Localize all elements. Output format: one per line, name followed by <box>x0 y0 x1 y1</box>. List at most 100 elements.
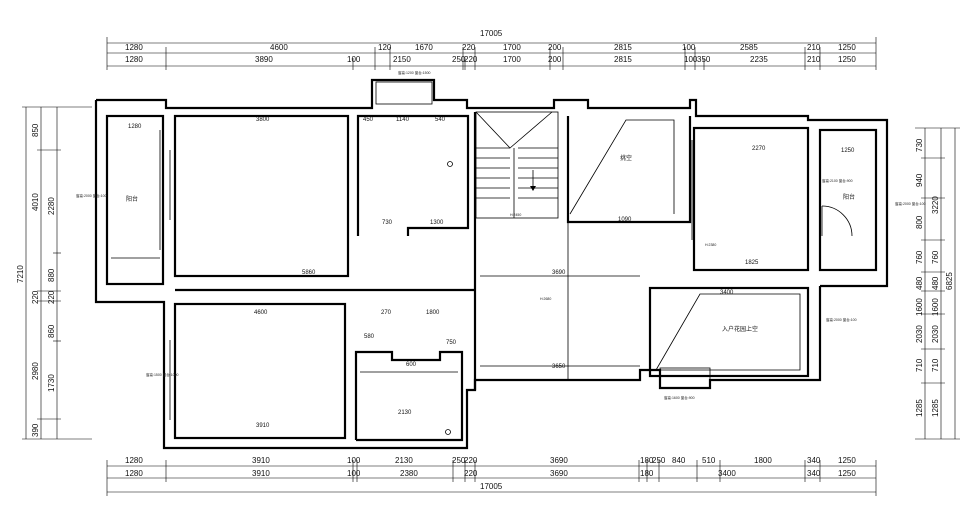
left-inner-5: 1730 <box>47 374 56 392</box>
bottom-dim-7: 3690 <box>550 456 568 465</box>
right-mid-7: 1285 <box>931 399 940 417</box>
dim-600: 600 <box>406 362 417 368</box>
top-dim-5: 220 <box>462 43 476 52</box>
dim-3400-entry: 3400 <box>720 290 734 296</box>
top2-dim-13: 210 <box>807 55 821 64</box>
top2-dim-5: 250 <box>452 55 466 64</box>
bottom-dim-8: 180 <box>640 456 654 465</box>
dim-1280-balcony: 1280 <box>128 124 142 130</box>
dim-3800: 3800 <box>256 117 270 123</box>
outer-walls <box>94 78 889 450</box>
right-outer-1: 730 <box>915 138 924 152</box>
right-total-dim: 6825 <box>945 272 954 290</box>
top2-dim-3: 100 <box>347 55 361 64</box>
top2-dim-9: 2815 <box>614 55 632 64</box>
upper-left-room: 3800 5860 <box>169 114 350 278</box>
central-hall: H:2680 3690 3650 <box>175 112 640 390</box>
left-outer-2: 4010 <box>31 193 40 211</box>
top-dim-2: 4600 <box>270 43 288 52</box>
left-inner-3: 220 <box>47 290 56 304</box>
stair-level: H:2450 <box>510 213 521 217</box>
bottom-dim-1: 1280 <box>125 456 143 465</box>
center-level: H:2680 <box>540 297 551 301</box>
right-outer-7: 1600 <box>915 298 924 316</box>
bottom2-dim-9: 340 <box>807 469 821 478</box>
left-outer-3: 220 <box>31 290 40 304</box>
top-dim-3: 120 <box>378 43 392 52</box>
dim-3910-lower: 3910 <box>256 423 270 429</box>
left-dimension-chains: 7210 850 4010 220 2980 390 2280 880 220 … <box>16 106 92 440</box>
left-outer-5: 390 <box>31 423 40 437</box>
bottom-dim-9: 250 <box>652 456 666 465</box>
bottom-dimension-chains: 1280 3910 100 2130 250 220 3690 180 250 … <box>106 456 877 496</box>
dim-450: 450 <box>363 117 374 123</box>
right-mid-4: 1600 <box>931 298 940 316</box>
dim-2270: 2270 <box>752 146 766 152</box>
bottom-window-note: 窗高:1600 窗台:900 <box>664 395 695 400</box>
bottom-total-dim: 17005 <box>480 482 503 491</box>
top-dim-7: 200 <box>548 43 562 52</box>
dim-2130-lower: 2130 <box>398 410 412 416</box>
dim-580: 580 <box>364 334 375 340</box>
bottom2-dim-7: 180 <box>640 469 654 478</box>
left-outer-4: 2980 <box>31 362 40 380</box>
lower-left-room: 4600 3910 窗高:1500 窗台:1000 <box>146 302 347 440</box>
entry-garden-void: 入户花园上空 3400 窗高:2000 窗台:100 <box>648 286 857 378</box>
right-mid-1: 3220 <box>931 196 940 214</box>
top-dim-4: 1670 <box>415 43 433 52</box>
top2-dim-10: 100 <box>684 55 698 64</box>
room-label-balcony-right: 阳台 <box>843 193 855 201</box>
left-total-dim: 7210 <box>16 265 25 283</box>
upper-middle-room: 450 1140 540 1300 730 <box>356 114 470 236</box>
bottom-dim-14: 1250 <box>838 456 856 465</box>
bottom2-dim-5: 220 <box>464 469 478 478</box>
bottom-dim-10: 840 <box>672 456 686 465</box>
top2-dim-7: 1700 <box>503 55 521 64</box>
left-window-note: 窗高:2000 窗台:100 <box>76 193 107 198</box>
right-outer-10: 1285 <box>915 399 924 417</box>
top-dim-11: 210 <box>807 43 821 52</box>
right-outer-5: 760 <box>915 250 924 264</box>
dim-3650: 3650 <box>552 364 566 370</box>
dim-1300: 1300 <box>430 220 444 226</box>
left-inner-1: 2280 <box>47 197 56 215</box>
top2-dim-8: 200 <box>548 55 562 64</box>
bottom-dim-6: 220 <box>464 456 478 465</box>
right-mid-3: 480 <box>931 276 940 290</box>
dim-750: 750 <box>446 340 457 346</box>
right-balcony: 阳台 1250 窗高:2100 窗台:900 窗高:2000 窗台:100 <box>818 128 926 272</box>
room-label-balcony-left: 阳台 <box>126 195 138 203</box>
top-total-dim: 17005 <box>480 29 503 38</box>
dim-270: 270 <box>381 310 392 316</box>
left-outer-1: 850 <box>31 123 40 137</box>
left-balcony: 阳台 1280 窗高:2000 窗台:100 <box>76 114 165 286</box>
top-dim-10: 2585 <box>740 43 758 52</box>
right-level: H:2380 <box>705 243 716 247</box>
entry-window-note: 窗高:2000 窗台:100 <box>826 317 857 322</box>
right-outer-8: 2030 <box>915 325 924 343</box>
staircase: H:2450 <box>475 111 559 219</box>
top2-dim-11: 350 <box>697 55 711 64</box>
top-window-note: 窗高:1200 窗台:1500 <box>398 70 431 75</box>
top2-dim-6: 220 <box>464 55 478 64</box>
right-window-note-1: 窗高:2100 窗台:900 <box>822 178 853 183</box>
top2-dim-1: 1280 <box>125 55 143 64</box>
dim-2595: 1825 <box>745 260 759 266</box>
left-inner-4: 860 <box>47 324 56 338</box>
room-label-entry-garden: 入户花园上空 <box>722 325 758 333</box>
right-mid-5: 2030 <box>931 325 940 343</box>
top-dim-9: 100 <box>682 43 696 52</box>
bottom2-dim-2: 3910 <box>252 469 270 478</box>
dim-3690-top: 3690 <box>552 270 566 276</box>
top2-dim-12: 2235 <box>750 55 768 64</box>
top2-dim-4: 2150 <box>393 55 411 64</box>
dim-5860: 5860 <box>302 270 316 276</box>
dim-1140: 1140 <box>396 117 410 123</box>
right-mid-2: 760 <box>931 250 940 264</box>
bottom-dim-3: 100 <box>347 456 361 465</box>
dim-1800-lower: 1800 <box>426 310 440 316</box>
top2-dim-2: 3890 <box>255 55 273 64</box>
right-outer-6: 480 <box>915 276 924 290</box>
top-dimension-chains: 17005 1280 4600 120 1670 220 1700 200 28… <box>106 29 877 70</box>
